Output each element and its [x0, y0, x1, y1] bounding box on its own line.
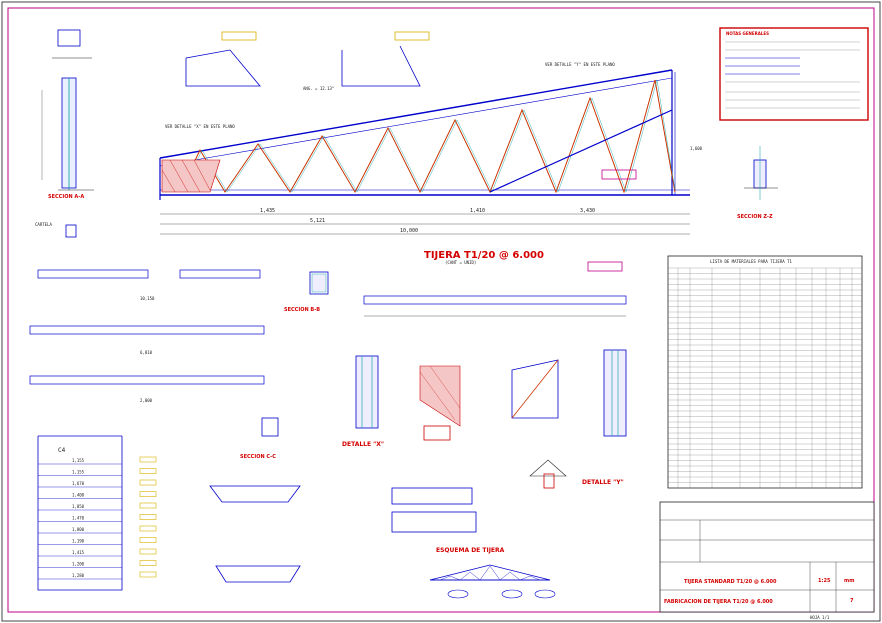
title-block: TIJERA STANDARD T1/20 @ 6.000 FABRICACIO…	[659, 501, 875, 620]
c1-value: 1,800	[72, 527, 85, 532]
c-plates	[209, 485, 477, 583]
c1-tag	[139, 525, 157, 532]
section-aa-title: SECCION A-A	[48, 194, 84, 200]
dim-d3: 1,410	[470, 208, 485, 214]
dim-bottom-1: 10,150	[140, 296, 155, 301]
c1-tag	[139, 548, 157, 555]
footer-code: HOJA 1/1	[810, 615, 830, 620]
c1-label: C4	[58, 447, 66, 454]
c1-value: 1,155	[72, 458, 85, 463]
main-title: TIJERA T1/20 @ 6.000	[424, 250, 544, 261]
esquema-title: ESQUEMA DE TIJERA	[436, 547, 505, 554]
bottom-chord-detail	[363, 261, 627, 317]
section-zz: SECCION Z-Z	[737, 146, 778, 220]
detalle-x: DETALLE "X"	[342, 355, 461, 448]
section-aa: SECCION A-A CARTELA	[35, 29, 94, 238]
main-subtitle: (CANT = UNID)	[445, 260, 476, 265]
title-unit: mm	[844, 578, 854, 584]
dim-d2: 1,435	[260, 208, 275, 214]
dim-d1: 5,121	[310, 218, 325, 224]
member-bars: 10,150 6,810 2,000	[29, 269, 265, 403]
materials-title: LISTA DE MATERIALES PARA TIJERA T1	[710, 259, 792, 264]
title-line1: TIJERA STANDARD T1/20 @ 6.000	[684, 579, 777, 585]
c1-value: 1,200	[72, 562, 85, 567]
c1-tag	[139, 514, 157, 520]
materials-grid	[668, 267, 862, 489]
c1-value: 1,190	[72, 539, 85, 544]
gusset-details-top: ANG. = 12.13°	[185, 31, 430, 91]
dim-bottom-2: 6,810	[140, 350, 153, 355]
cartela-label: CARTELA	[35, 222, 52, 227]
c1-value: 1,400	[72, 493, 85, 498]
angle-label: ANG. = 12.13°	[303, 86, 334, 91]
c1-tag	[139, 537, 157, 543]
dim-total: 10,000	[400, 228, 418, 234]
esquema-tijera: ESQUEMA DE TIJERA	[429, 547, 556, 599]
notes-title: NOTAS GENERALES	[726, 31, 769, 36]
c1-value: 1,280	[72, 573, 85, 578]
section-cc-title: SECCION C-C	[240, 454, 276, 460]
ver-detalle-y: VER DETALLE "Y" EN ESTE PLANO	[545, 62, 615, 67]
c1-values: 1,155 1,155 1,670 1,400 1,850 1,470 1,800 1,190…	[38, 456, 157, 580]
materials-table: LISTA DE MATERIALES PARA TIJERA T1	[667, 255, 863, 489]
detalle-y: DETALLE "Y"	[511, 349, 627, 489]
section-bb: SECCION B-B	[284, 271, 329, 313]
c1-tag	[139, 468, 157, 474]
section-bb-title: SECCION B-B	[284, 307, 320, 313]
notes-box: NOTAS GENERALES	[719, 27, 869, 121]
c1-column: C4 1,1551,1551,6701,4001,8501,4701,8001,…	[37, 435, 157, 591]
c1-tag	[139, 560, 157, 566]
title-line2: FABRICACION DE TIJERA T1/20 @ 6.000	[664, 599, 773, 605]
c1-value: 1,155	[72, 470, 85, 475]
c1-tag	[139, 456, 157, 463]
title-scale: 1:25	[818, 578, 831, 584]
sheet-frame	[7, 7, 875, 613]
main-truss: 1,435 1,410 3,430 5,121 10,000 1,600 VER…	[159, 62, 703, 235]
c1-tag	[139, 491, 157, 497]
detalle-x-title: DETALLE "X"	[342, 441, 384, 448]
title-sheet: 7	[850, 598, 854, 604]
c1-tag	[139, 502, 157, 509]
dim-height: 1,600	[690, 146, 703, 151]
dim-bottom-3: 2,000	[140, 398, 153, 403]
c1-value: 1,470	[72, 516, 85, 521]
section-zz-title: SECCION Z-Z	[737, 214, 773, 220]
c1-value: 1,670	[72, 481, 85, 486]
section-cc: SECCION C-C	[240, 417, 279, 460]
c1-tag	[139, 571, 157, 578]
detalle-y-title: DETALLE "Y"	[582, 479, 624, 486]
c1-tag	[139, 479, 157, 486]
c1-value: 1,415	[72, 550, 85, 555]
dim-d4: 3,430	[580, 208, 595, 214]
ver-detalle-x: VER DETALLE "X" EN ESTE PLANO	[165, 124, 235, 129]
c1-value: 1,850	[72, 504, 85, 509]
